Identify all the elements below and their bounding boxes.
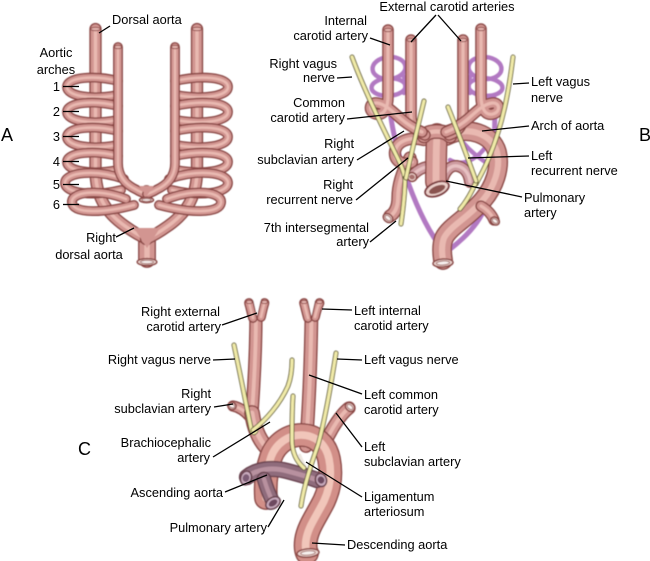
- svg-text:artery: artery: [336, 234, 369, 249]
- svg-text:C: C: [78, 439, 91, 459]
- svg-text:carotid artery: carotid artery: [270, 110, 345, 125]
- svg-text:Ascending aorta: Ascending aorta: [131, 485, 224, 500]
- svg-text:Descending aorta: Descending aorta: [347, 537, 448, 552]
- svg-text:Ligamentum: Ligamentum: [364, 489, 434, 504]
- svg-text:Left vagus nerve: Left vagus nerve: [364, 352, 459, 367]
- svg-text:Right vagus nerve: Right vagus nerve: [108, 352, 211, 367]
- svg-text:5: 5: [53, 177, 60, 192]
- svg-text:A: A: [1, 125, 13, 145]
- svg-text:Internal: Internal: [324, 13, 367, 28]
- svg-text:carotid artery: carotid artery: [354, 318, 429, 333]
- svg-text:Dorsal aorta: Dorsal aorta: [112, 12, 183, 27]
- svg-text:Aortic: Aortic: [40, 45, 73, 60]
- svg-text:dorsal aorta: dorsal aorta: [55, 247, 123, 262]
- svg-text:B: B: [639, 125, 650, 145]
- svg-text:carotid artery: carotid artery: [364, 402, 439, 417]
- svg-text:2: 2: [53, 104, 60, 119]
- svg-text:nerve: nerve: [531, 90, 563, 105]
- svg-text:Left internal: Left internal: [354, 303, 421, 318]
- svg-text:Right vagus: Right vagus: [269, 56, 337, 71]
- svg-text:recurrent nerve: recurrent nerve: [531, 163, 618, 178]
- svg-text:Right external: Right external: [141, 304, 220, 319]
- svg-text:carotid artery: carotid artery: [146, 319, 221, 334]
- svg-text:subclavian artery: subclavian artery: [114, 401, 211, 416]
- svg-text:recurrent nerve: recurrent nerve: [266, 192, 353, 207]
- svg-text:Right: Right: [181, 386, 211, 401]
- svg-text:arches: arches: [37, 62, 75, 77]
- svg-text:3: 3: [53, 129, 60, 144]
- svg-text:Pulmonary artery: Pulmonary artery: [170, 520, 268, 535]
- svg-text:Right: Right: [324, 136, 354, 151]
- svg-text:subclavian artery: subclavian artery: [257, 152, 354, 167]
- svg-text:Right: Right: [86, 230, 116, 245]
- svg-text:artery: artery: [177, 450, 210, 465]
- svg-text:1: 1: [53, 79, 60, 94]
- svg-text:arteriosum: arteriosum: [364, 504, 424, 519]
- svg-text:Left common: Left common: [364, 387, 438, 402]
- svg-text:Common: Common: [293, 95, 345, 110]
- svg-text:Pulmonary: Pulmonary: [524, 190, 586, 205]
- svg-text:6: 6: [53, 197, 60, 212]
- svg-text:Brachiocephalic: Brachiocephalic: [121, 435, 212, 450]
- svg-text:Left vagus: Left vagus: [531, 74, 590, 89]
- svg-text:Left: Left: [531, 148, 553, 163]
- svg-text:7th intersegmental: 7th intersegmental: [264, 220, 369, 235]
- svg-text:4: 4: [53, 154, 60, 169]
- svg-text:subclavian artery: subclavian artery: [364, 454, 461, 469]
- svg-text:nerve: nerve: [303, 70, 335, 85]
- svg-text:Right: Right: [323, 177, 353, 192]
- svg-text:Arch of aorta: Arch of aorta: [531, 118, 605, 133]
- svg-text:carotid artery: carotid artery: [293, 28, 368, 43]
- svg-text:Left: Left: [364, 439, 386, 454]
- svg-text:artery: artery: [524, 205, 557, 220]
- svg-text:External carotid arteries: External carotid arteries: [379, 0, 514, 14]
